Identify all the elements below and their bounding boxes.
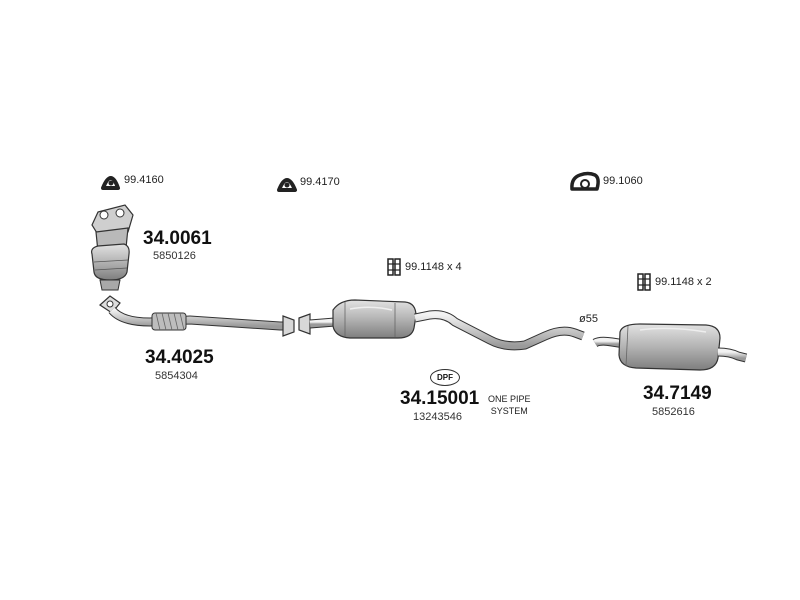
oem-number: 5852616 bbox=[652, 406, 695, 418]
part-number: 34.4025 bbox=[145, 347, 214, 368]
oem-number: 5850126 bbox=[153, 250, 196, 262]
rear-silencer-drawing bbox=[592, 323, 748, 371]
part-number: 34.15001 bbox=[400, 388, 480, 409]
accessory-code: 99.1060 bbox=[603, 175, 643, 187]
part-number: 34.0061 bbox=[143, 228, 212, 249]
catalytic-converter-drawing bbox=[91, 204, 134, 291]
accessory-code: 99.4160 bbox=[124, 174, 164, 186]
accessory-code: 99.1148 x 4 bbox=[405, 261, 462, 273]
oem-number: 5854304 bbox=[155, 370, 198, 382]
dpf-pipe-drawing bbox=[298, 299, 585, 351]
part-number: 34.7149 bbox=[643, 383, 712, 404]
gasket-triangle-icon bbox=[101, 176, 120, 190]
front-pipe-drawing bbox=[99, 295, 295, 337]
clamp-bolts-icon bbox=[637, 273, 651, 291]
clamp-ring-icon bbox=[570, 171, 600, 191]
system-note: ONE PIPE SYSTEM bbox=[488, 393, 531, 417]
gasket-triangle-icon bbox=[277, 178, 297, 192]
system-note-line: ONE PIPE bbox=[488, 394, 531, 404]
clamp-bolts-icon bbox=[387, 258, 401, 276]
accessory-code: 99.4170 bbox=[300, 176, 340, 188]
accessory-code: 99.1148 x 2 bbox=[655, 276, 712, 288]
oem-number: 13243546 bbox=[413, 411, 462, 423]
dpf-badge: DPF bbox=[430, 369, 460, 386]
pipe-diameter-label: ø55 bbox=[579, 313, 598, 325]
system-note-line: SYSTEM bbox=[490, 406, 528, 416]
